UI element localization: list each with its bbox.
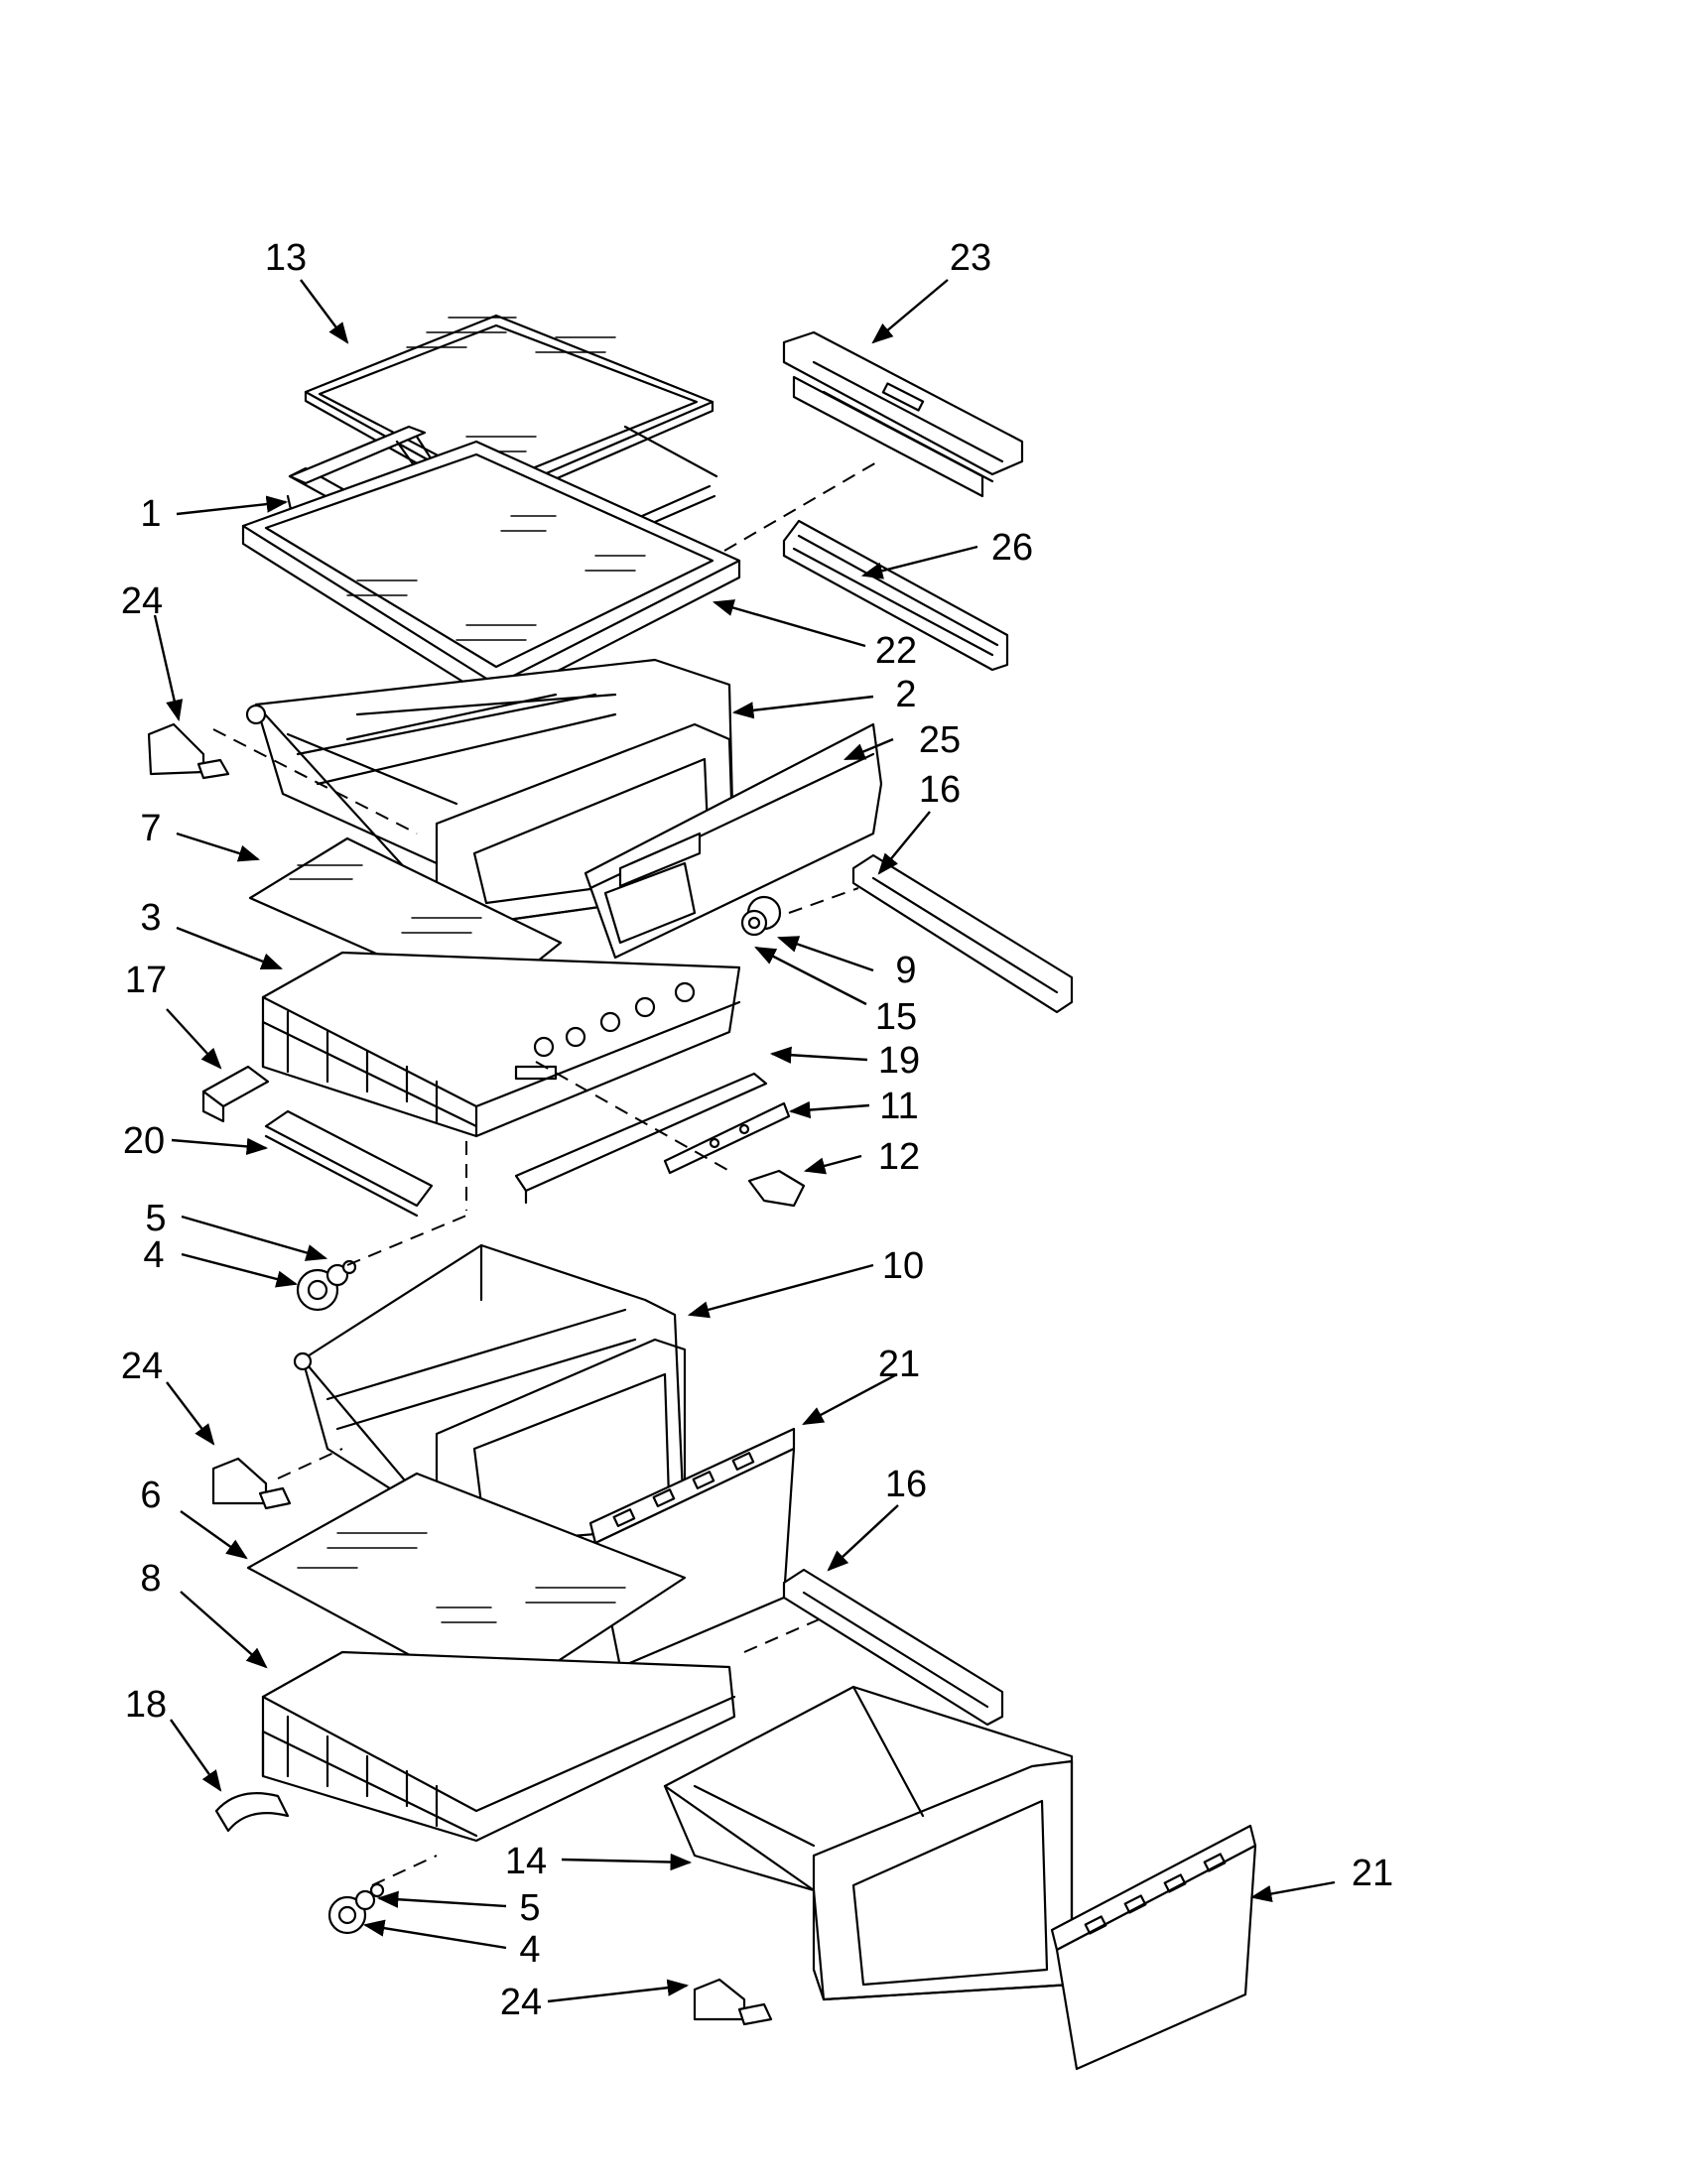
part-16-drawer-rail [782, 1568, 1004, 1727]
callout-24: 24 [121, 1346, 163, 1387]
callout-3: 3 [140, 897, 161, 939]
callout-20: 20 [123, 1120, 165, 1162]
part-16-drawer-rail [851, 853, 1074, 1014]
part-17-clip [201, 1065, 270, 1123]
callout-18: 18 [125, 1684, 167, 1726]
assembly-lines [212, 460, 879, 1886]
callout-22: 22 [875, 630, 917, 672]
callout-1: 1 [140, 493, 161, 535]
callout-12: 12 [878, 1136, 920, 1178]
callout-16: 16 [919, 769, 961, 811]
leader-arrows [153, 279, 1336, 2003]
callout-19: 19 [878, 1040, 920, 1082]
callout-2: 2 [895, 674, 916, 715]
callout-17: 17 [125, 960, 167, 1001]
part-12-latch [747, 1169, 806, 1208]
part-9-15-roller [740, 895, 782, 937]
callout-13: 13 [265, 237, 307, 279]
part-8-cover-frame [261, 1650, 736, 1843]
callout-16: 16 [885, 1464, 927, 1505]
callout-8: 8 [140, 1558, 161, 1600]
callout-5: 5 [145, 1198, 166, 1239]
part-4-5-wheel [296, 1259, 357, 1312]
callout-26: 26 [991, 527, 1033, 569]
callout-10: 10 [882, 1245, 924, 1287]
callout-24: 24 [500, 1982, 542, 2023]
callout-4: 4 [143, 1234, 164, 1276]
callout-21: 21 [1352, 1853, 1393, 1894]
part-18-clip [214, 1792, 290, 1833]
part-26-drawer-slide [782, 519, 1009, 672]
callout-4: 4 [519, 1929, 540, 1971]
callout-14: 14 [505, 1841, 547, 1882]
callout-21: 21 [878, 1344, 920, 1385]
callout-9: 9 [895, 950, 916, 991]
callout-5: 5 [519, 1887, 540, 1929]
part-23-drawer-slide [782, 330, 1024, 498]
part-21-drawer-front [588, 1427, 796, 1669]
part-19-trim [514, 1072, 768, 1205]
callout-7: 7 [140, 808, 161, 849]
part-21-drawer-front [1050, 1824, 1257, 2071]
part-24-clip [211, 1457, 292, 1510]
callout-11: 11 [879, 1086, 918, 1127]
callout-6: 6 [140, 1475, 161, 1516]
callout-15: 15 [875, 996, 917, 1038]
part-24-clip [693, 1978, 773, 2026]
part-25-drawer-front [584, 722, 883, 960]
part-4-5-wheel [327, 1882, 385, 1935]
part-14-bottom-drawer [663, 1685, 1074, 2001]
part-24-clip [147, 722, 230, 780]
callout-23: 23 [950, 237, 991, 279]
callout-labels: 13 23 1 26 24 22 2 25 16 7 3 9 15 17 19 … [121, 237, 1393, 2023]
callout-25: 25 [919, 719, 961, 761]
part-3-cover-frame [261, 951, 741, 1138]
callout-24: 24 [121, 580, 163, 622]
part-20-trim [264, 1109, 434, 1218]
